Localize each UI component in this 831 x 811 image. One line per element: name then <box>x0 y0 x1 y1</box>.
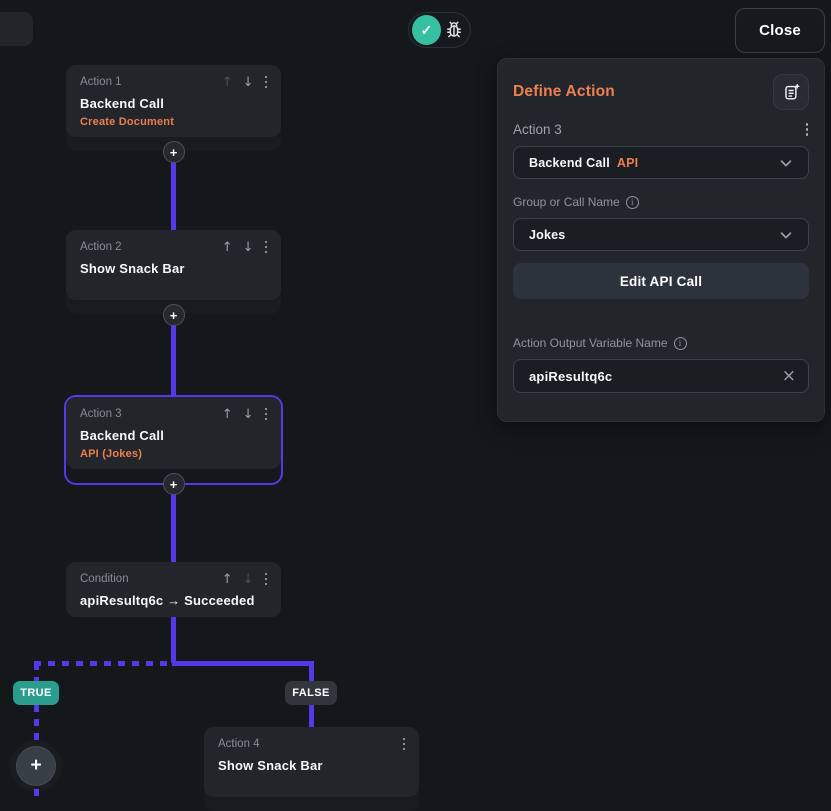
add-true-branch-action-button[interactable]: + <box>16 746 56 786</box>
node-title: Backend Call <box>80 96 165 111</box>
action-node-4[interactable]: Action 4 Show Snack Bar <box>204 727 419 811</box>
info-icon[interactable]: i <box>673 336 687 350</box>
clear-input-icon[interactable]: × <box>781 365 796 386</box>
node-label: Action 2 <box>80 241 122 253</box>
move-down-icon[interactable]: ↓ <box>242 239 254 255</box>
add-action-button[interactable]: + <box>162 473 185 495</box>
node-label: Action 3 <box>80 408 122 420</box>
add-action-button[interactable]: + <box>162 304 185 326</box>
action-node-3-selected[interactable]: Action 3 ↑ ↓ Backend Call API (Jokes) + <box>66 397 281 495</box>
true-branch-badge: TRUE <box>13 681 59 705</box>
output-variable-input[interactable] <box>529 368 782 384</box>
move-up-icon[interactable]: ↑ <box>221 239 233 255</box>
move-down-icon[interactable]: ↓ <box>242 571 254 587</box>
node-label: Condition <box>80 573 129 585</box>
chevron-down-icon <box>777 226 795 244</box>
node-title: Show Snack Bar <box>80 261 185 276</box>
info-icon[interactable]: i <box>625 195 639 209</box>
move-down-icon[interactable]: ↓ <box>242 74 254 90</box>
panel-action-label: Action 3 <box>513 122 562 137</box>
connector-true-vertical <box>34 663 39 800</box>
node-menu-icon[interactable] <box>264 240 269 255</box>
panel-action-menu-icon[interactable] <box>805 122 810 137</box>
node-label: Action 1 <box>80 76 122 88</box>
close-button[interactable]: Close <box>735 8 825 53</box>
move-up-icon[interactable]: ↑ <box>221 406 233 422</box>
false-branch-badge: FALSE <box>285 681 337 705</box>
output-variable-label: Action Output Variable Name <box>513 336 668 350</box>
edit-api-call-button[interactable]: Edit API Call <box>513 263 809 299</box>
node-menu-icon[interactable] <box>264 75 269 90</box>
action-node-2[interactable]: Action 2 ↑ ↓ Show Snack Bar + <box>66 230 281 326</box>
move-up-icon[interactable]: ↑ <box>221 571 233 587</box>
group-call-name-value: Jokes <box>529 227 566 242</box>
node-title: Show Snack Bar <box>218 758 323 773</box>
panel-title: Define Action <box>513 83 615 100</box>
connector-false-horizontal <box>172 661 314 666</box>
add-action-button[interactable]: + <box>162 141 185 163</box>
action-type-primary: Backend Call <box>529 155 610 170</box>
chevron-down-icon <box>777 154 795 172</box>
run-status-pill: ✓ <box>408 12 471 48</box>
action-type-dropdown[interactable]: Backend Call API <box>513 146 809 179</box>
check-status-icon[interactable]: ✓ <box>412 15 441 45</box>
copy-action-button[interactable] <box>773 74 809 110</box>
group-call-name-label: Group or Call Name <box>513 195 620 209</box>
node-label: Action 4 <box>218 738 260 750</box>
node-title: apiResultq6c → Succeeded <box>80 593 255 608</box>
node-subtitle: Create Document <box>80 116 175 128</box>
node-menu-icon[interactable] <box>264 407 269 422</box>
debug-bug-icon[interactable] <box>442 17 467 43</box>
node-menu-icon[interactable] <box>264 572 269 587</box>
node-subtitle: API (Jokes) <box>80 448 143 460</box>
move-down-icon[interactable]: ↓ <box>242 406 254 422</box>
group-call-name-dropdown[interactable]: Jokes <box>513 218 809 251</box>
output-variable-field: × <box>513 359 809 393</box>
action-type-secondary: API <box>616 155 639 170</box>
node-title: Backend Call <box>80 428 165 443</box>
condition-node[interactable]: Condition ↑ ↓ apiResultq6c → Succeeded <box>66 562 281 617</box>
action-node-1[interactable]: Action 1 ↑ ↓ Backend Call Create Documen… <box>66 65 281 163</box>
define-action-panel: Define Action Action 3 Backend Call API … <box>497 58 825 422</box>
connector-true-horizontal <box>34 661 172 666</box>
cutoff-toolbar-item[interactable] <box>0 12 33 46</box>
node-menu-icon[interactable] <box>402 737 407 752</box>
move-up-icon[interactable]: ↑ <box>221 74 233 90</box>
